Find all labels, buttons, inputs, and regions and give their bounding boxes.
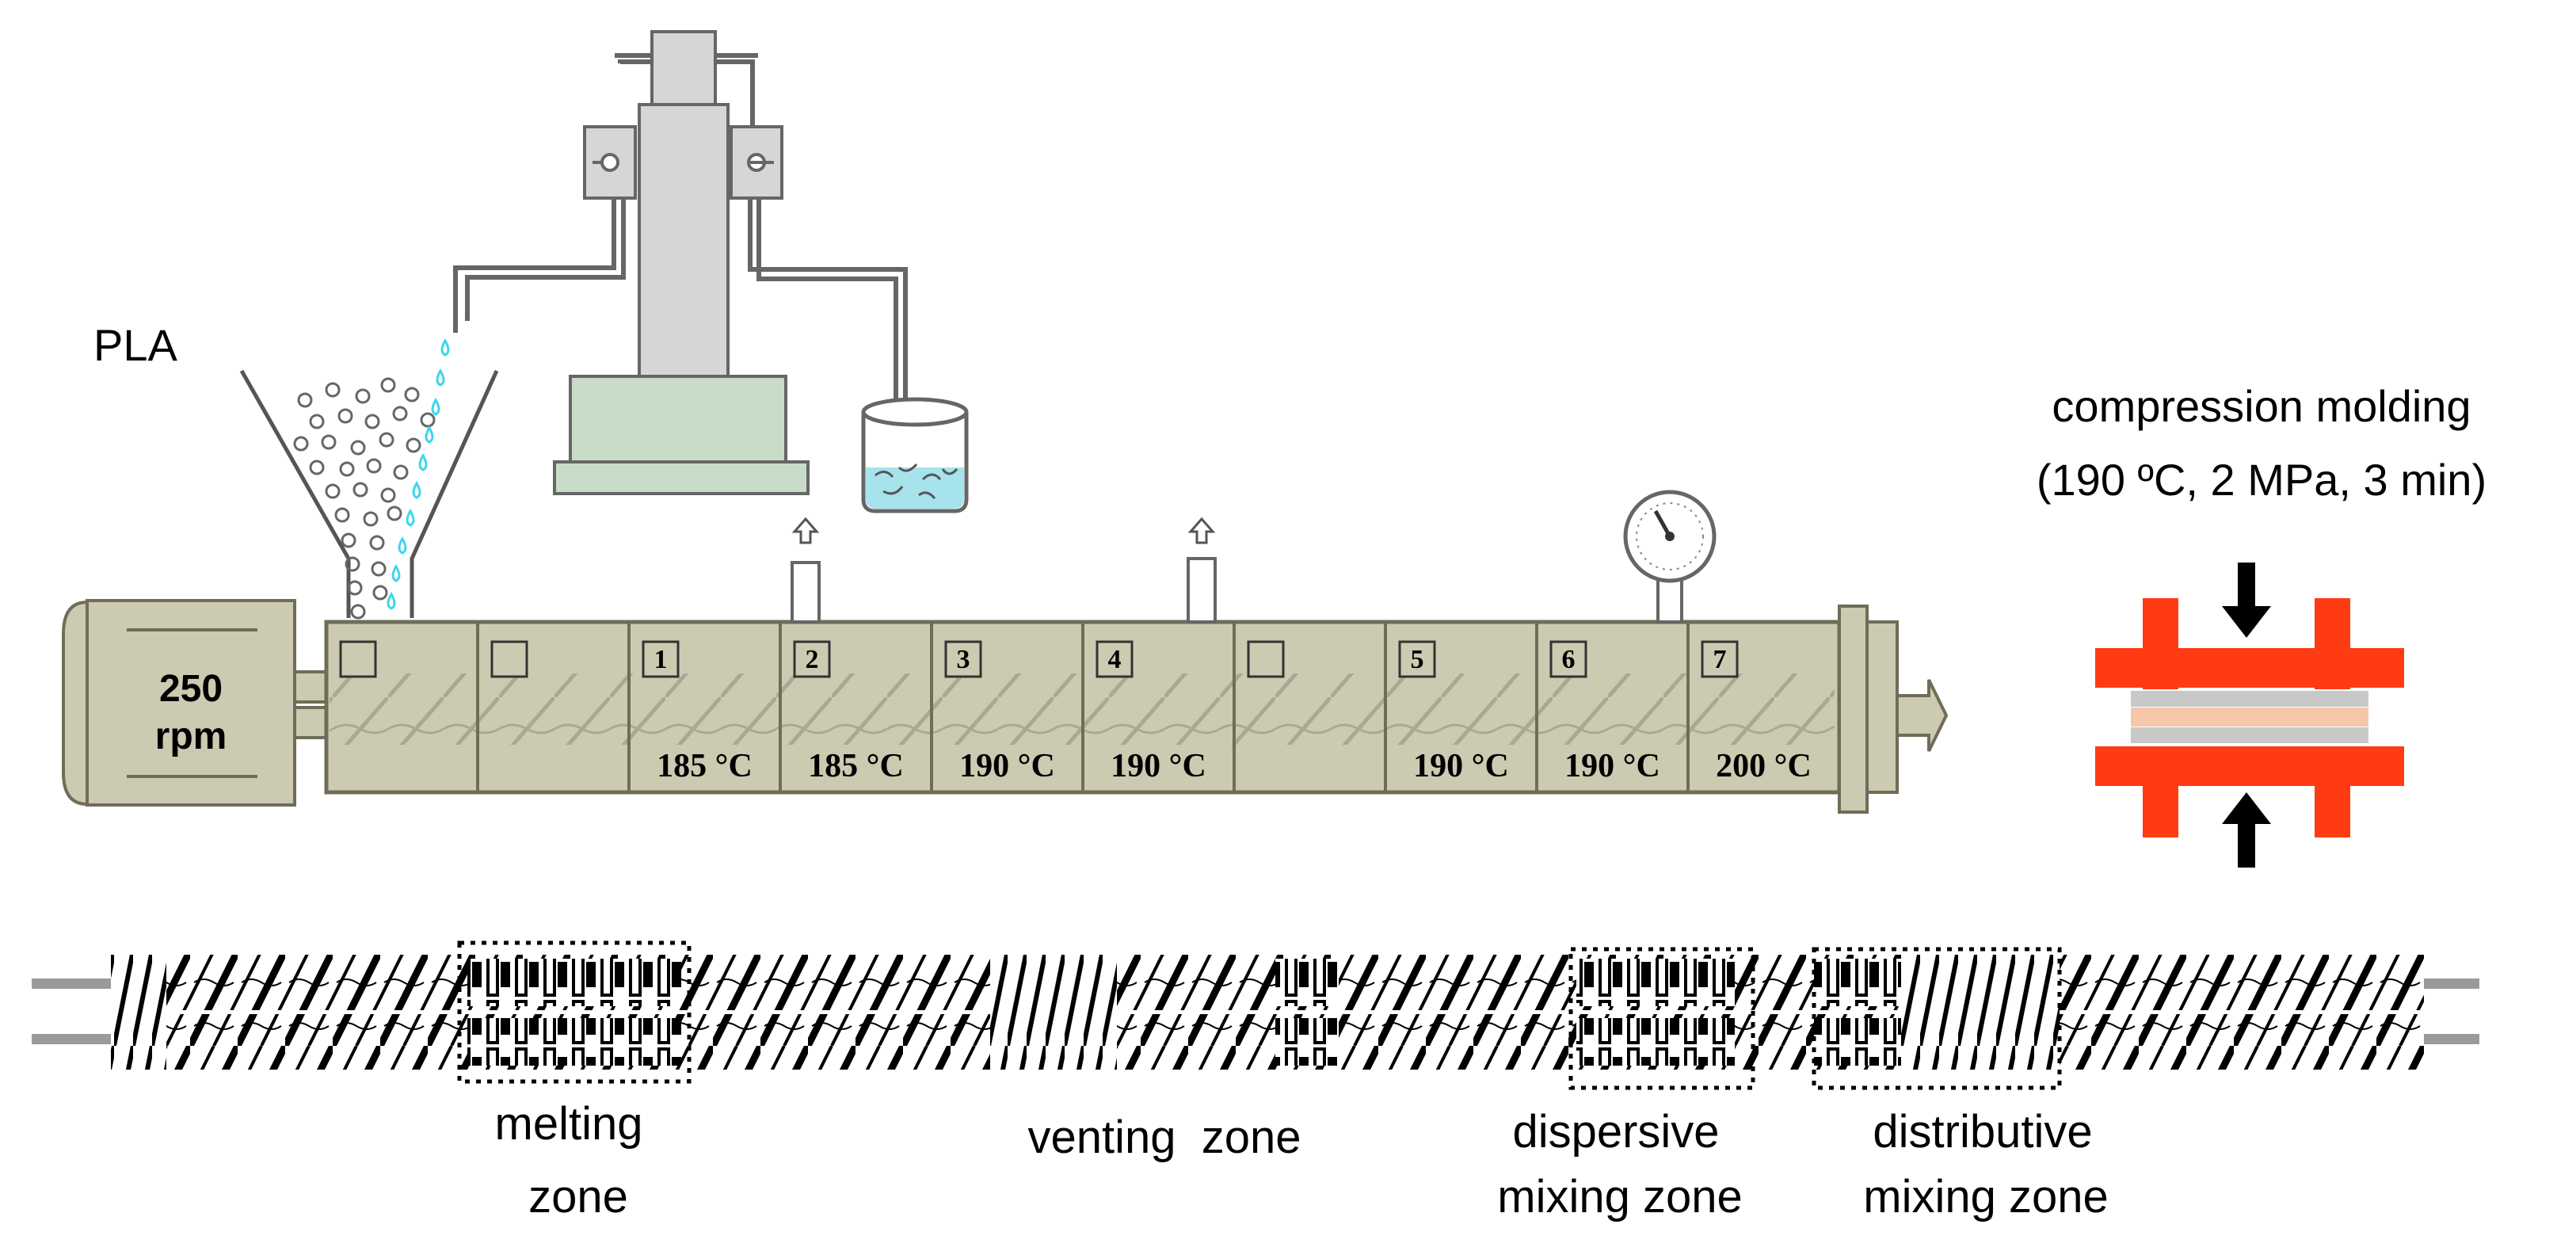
barrel-zone: 2 185 °C: [779, 622, 904, 792]
zone-number-box: [339, 640, 377, 678]
zone-temperature: 190 °C: [1564, 748, 1660, 784]
compression-title: compression molding: [2052, 381, 2471, 431]
melting-zone-label-1: melting: [495, 1098, 643, 1150]
feed-hopper: PLA: [93, 317, 499, 620]
barrel-zone: 5 190 °C: [1384, 622, 1509, 792]
barrel-zone: 4 190 °C: [1081, 622, 1206, 792]
zone-number-box: [642, 640, 680, 678]
zone-number: 6: [1562, 645, 1576, 674]
zone-number: 5: [1411, 645, 1424, 674]
screw-speed-value: 250: [159, 668, 223, 710]
water-beaker: [861, 397, 969, 513]
zone-number-box: [1247, 640, 1285, 678]
barrel-zone: [476, 622, 528, 792]
pla-label: PLA: [93, 320, 177, 370]
distributive-zone-label-2: mixing zone: [1863, 1171, 2108, 1223]
barrel-zone: [339, 640, 377, 678]
zone-number-box: [1549, 640, 1587, 678]
barrel-zone: 6 190 °C: [1535, 622, 1660, 792]
barrel-zone: 3 190 °C: [930, 622, 1055, 792]
zone-number: 7: [1713, 645, 1727, 674]
dispersive-zone-label-2: mixing zone: [1497, 1171, 1742, 1223]
melting-zone-box: [457, 940, 692, 1084]
screw-speed-unit: rpm: [155, 715, 227, 757]
dispersive-zone-label-1: dispersive: [1512, 1106, 1719, 1158]
distributive-zone-box: [1812, 947, 2062, 1090]
barrel-zone: 7 200 °C: [1686, 622, 1812, 792]
barrel-zone: 1 185 °C: [627, 622, 753, 792]
zone-temperature: 190 °C: [1413, 748, 1509, 784]
zone-temperature: 185 °C: [808, 748, 904, 784]
compression-conditions: (190 ºC, 2 MPa, 3 min): [2037, 455, 2486, 505]
zone-temperature: 200 °C: [1716, 748, 1812, 784]
zone-number-box: [490, 640, 528, 678]
zone-number-box: [1096, 640, 1134, 678]
zone-number-box: [793, 640, 831, 678]
zone-temperature: 190 °C: [959, 748, 1055, 784]
zone-temperature: 190 °C: [1111, 748, 1206, 784]
pla-pellets: [293, 377, 436, 620]
zone-number: 3: [957, 645, 970, 674]
zone-number-box: [944, 640, 982, 678]
barrel-zones: 1 185 °C 2 185 °C 3 190 °C 4 190 °C 5 190 °C 6 190 …: [339, 622, 1812, 792]
screw-configuration: [32, 940, 2479, 1090]
barrel-zone: [1233, 622, 1285, 792]
compression-press: compression molding (190 ºC, 2 MPa, 3 mi…: [2037, 381, 2486, 868]
zone-temperature: 185 °C: [657, 748, 753, 784]
zone-number: 4: [1108, 645, 1122, 674]
zone-number: 2: [806, 645, 819, 674]
venting-zone-label: venting zone: [1027, 1112, 1301, 1163]
water-droplets: [387, 338, 450, 610]
motor: 250 rpm: [62, 599, 328, 807]
melting-zone-label-2: zone: [528, 1171, 628, 1223]
zone-number-box: [1701, 640, 1739, 678]
liquid-pump: [453, 30, 908, 495]
screw-zone-labels: melting zone venting zone dispersive mix…: [495, 1098, 2109, 1223]
dispersive-zone-box: [1568, 947, 1755, 1090]
press-arrow-down: [2222, 563, 2271, 638]
distributive-zone-label-1: distributive: [1873, 1106, 2092, 1158]
zone-number-box: [1398, 640, 1436, 678]
press-arrow-up: [2222, 792, 2271, 868]
zone-number: 1: [654, 645, 668, 674]
